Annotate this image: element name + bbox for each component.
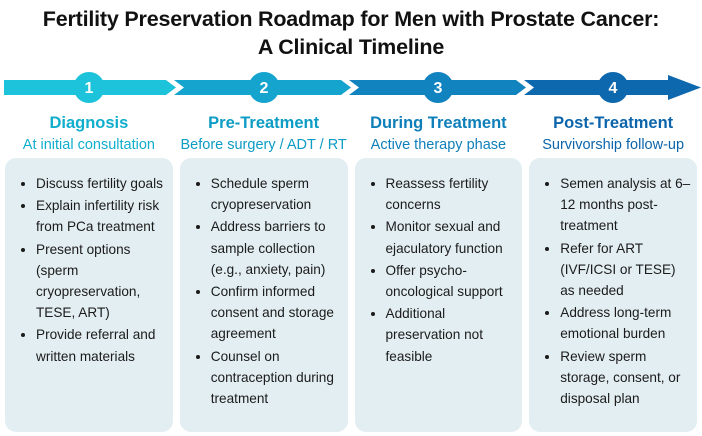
stage-2-card: Schedule sperm cryopreservation Address … xyxy=(179,158,348,432)
bullet-item: Reassess fertility concerns xyxy=(386,173,517,215)
step-number-1: 1 xyxy=(85,80,94,97)
stage-1-title: Diagnosis xyxy=(49,114,129,132)
page-title: Fertility Preservation Roadmap for Men w… xyxy=(0,6,702,61)
stage-3-card: Reassess fertility concerns Monitor sexu… xyxy=(354,158,523,432)
bullet-item: Provide referral and written materials xyxy=(36,324,167,366)
stage-3-subtitle: Active therapy phase xyxy=(370,136,507,153)
stage-2-header: Pre-Treatment Before surgery / ADT / RT xyxy=(180,114,348,155)
bullet-item: Monitor sexual and ejaculatory function xyxy=(386,216,517,258)
step-number-3: 3 xyxy=(434,80,443,97)
step-number-2: 2 xyxy=(260,80,269,97)
step-circle-2 xyxy=(248,72,280,103)
stage-1-bullet-list: Discuss fertility goals Explain infertil… xyxy=(19,173,167,367)
bullet-item: Confirm informed consent and storage agr… xyxy=(211,281,342,345)
step-number-4: 4 xyxy=(609,80,618,97)
stage-4-subtitle: Survivorship follow-up xyxy=(542,136,685,153)
stage-cards-row: Discuss fertility goals Explain infertil… xyxy=(0,158,702,432)
stage-3-header: During Treatment Active therapy phase xyxy=(355,114,523,155)
stage-1-subtitle: At initial consultation xyxy=(22,136,155,153)
stage-3-title: During Treatment xyxy=(370,114,507,132)
stage-headers-row: Diagnosis At initial consultation Pre-Tr… xyxy=(0,114,702,155)
bullet-item: Counsel on contraception during treatmen… xyxy=(211,346,342,410)
bullet-item: Refer for ART (IVF/ICSI or TESE) as need… xyxy=(560,238,691,302)
stage-2-title: Pre-Treatment xyxy=(208,114,320,132)
bullet-item: Discuss fertility goals xyxy=(36,173,167,194)
bullet-item: Address long-term emotional burden xyxy=(560,302,691,344)
stage-4-bullet-list: Semen analysis at 6–12 months post-treat… xyxy=(543,173,691,409)
step-circle-1 xyxy=(73,72,105,103)
page-title-line2: A Clinical Timeline xyxy=(257,34,445,59)
stage-4-card: Semen analysis at 6–12 months post-treat… xyxy=(529,158,697,432)
bullet-item: Semen analysis at 6–12 months post-treat… xyxy=(560,173,691,237)
step-circle-4 xyxy=(597,72,629,103)
bullet-item: Additional preservation not feasible xyxy=(386,303,517,367)
stage-2-bullet-list: Schedule sperm cryopreservation Address … xyxy=(194,173,342,409)
bullet-item: Offer psycho-oncological support xyxy=(386,260,517,302)
timeline-arrow-band: 1 2 3 4 xyxy=(4,72,701,103)
bullet-item: Present options (sperm cryopreservation,… xyxy=(36,239,167,324)
stage-4-title: Post-Treatment xyxy=(553,114,674,132)
stage-4-header: Post-Treatment Survivorship follow-up xyxy=(529,114,697,155)
stage-2-subtitle: Before surgery / ADT / RT xyxy=(180,136,347,153)
stage-3-bullet-list: Reassess fertility concerns Monitor sexu… xyxy=(369,173,517,367)
bullet-item: Schedule sperm cryopreservation xyxy=(211,173,342,215)
bullet-item: Review sperm storage, consent, or dispos… xyxy=(560,346,691,410)
bullet-item: Explain infertility risk from PCa treatm… xyxy=(36,195,167,237)
page-title-line1: Fertility Preservation Roadmap for Men w… xyxy=(42,7,660,31)
step-circle-3 xyxy=(422,72,454,103)
bullet-item: Address barriers to sample collection (e… xyxy=(211,216,342,280)
stage-1-header: Diagnosis At initial consultation xyxy=(5,114,173,155)
stage-1-card: Discuss fertility goals Explain infertil… xyxy=(5,158,173,432)
